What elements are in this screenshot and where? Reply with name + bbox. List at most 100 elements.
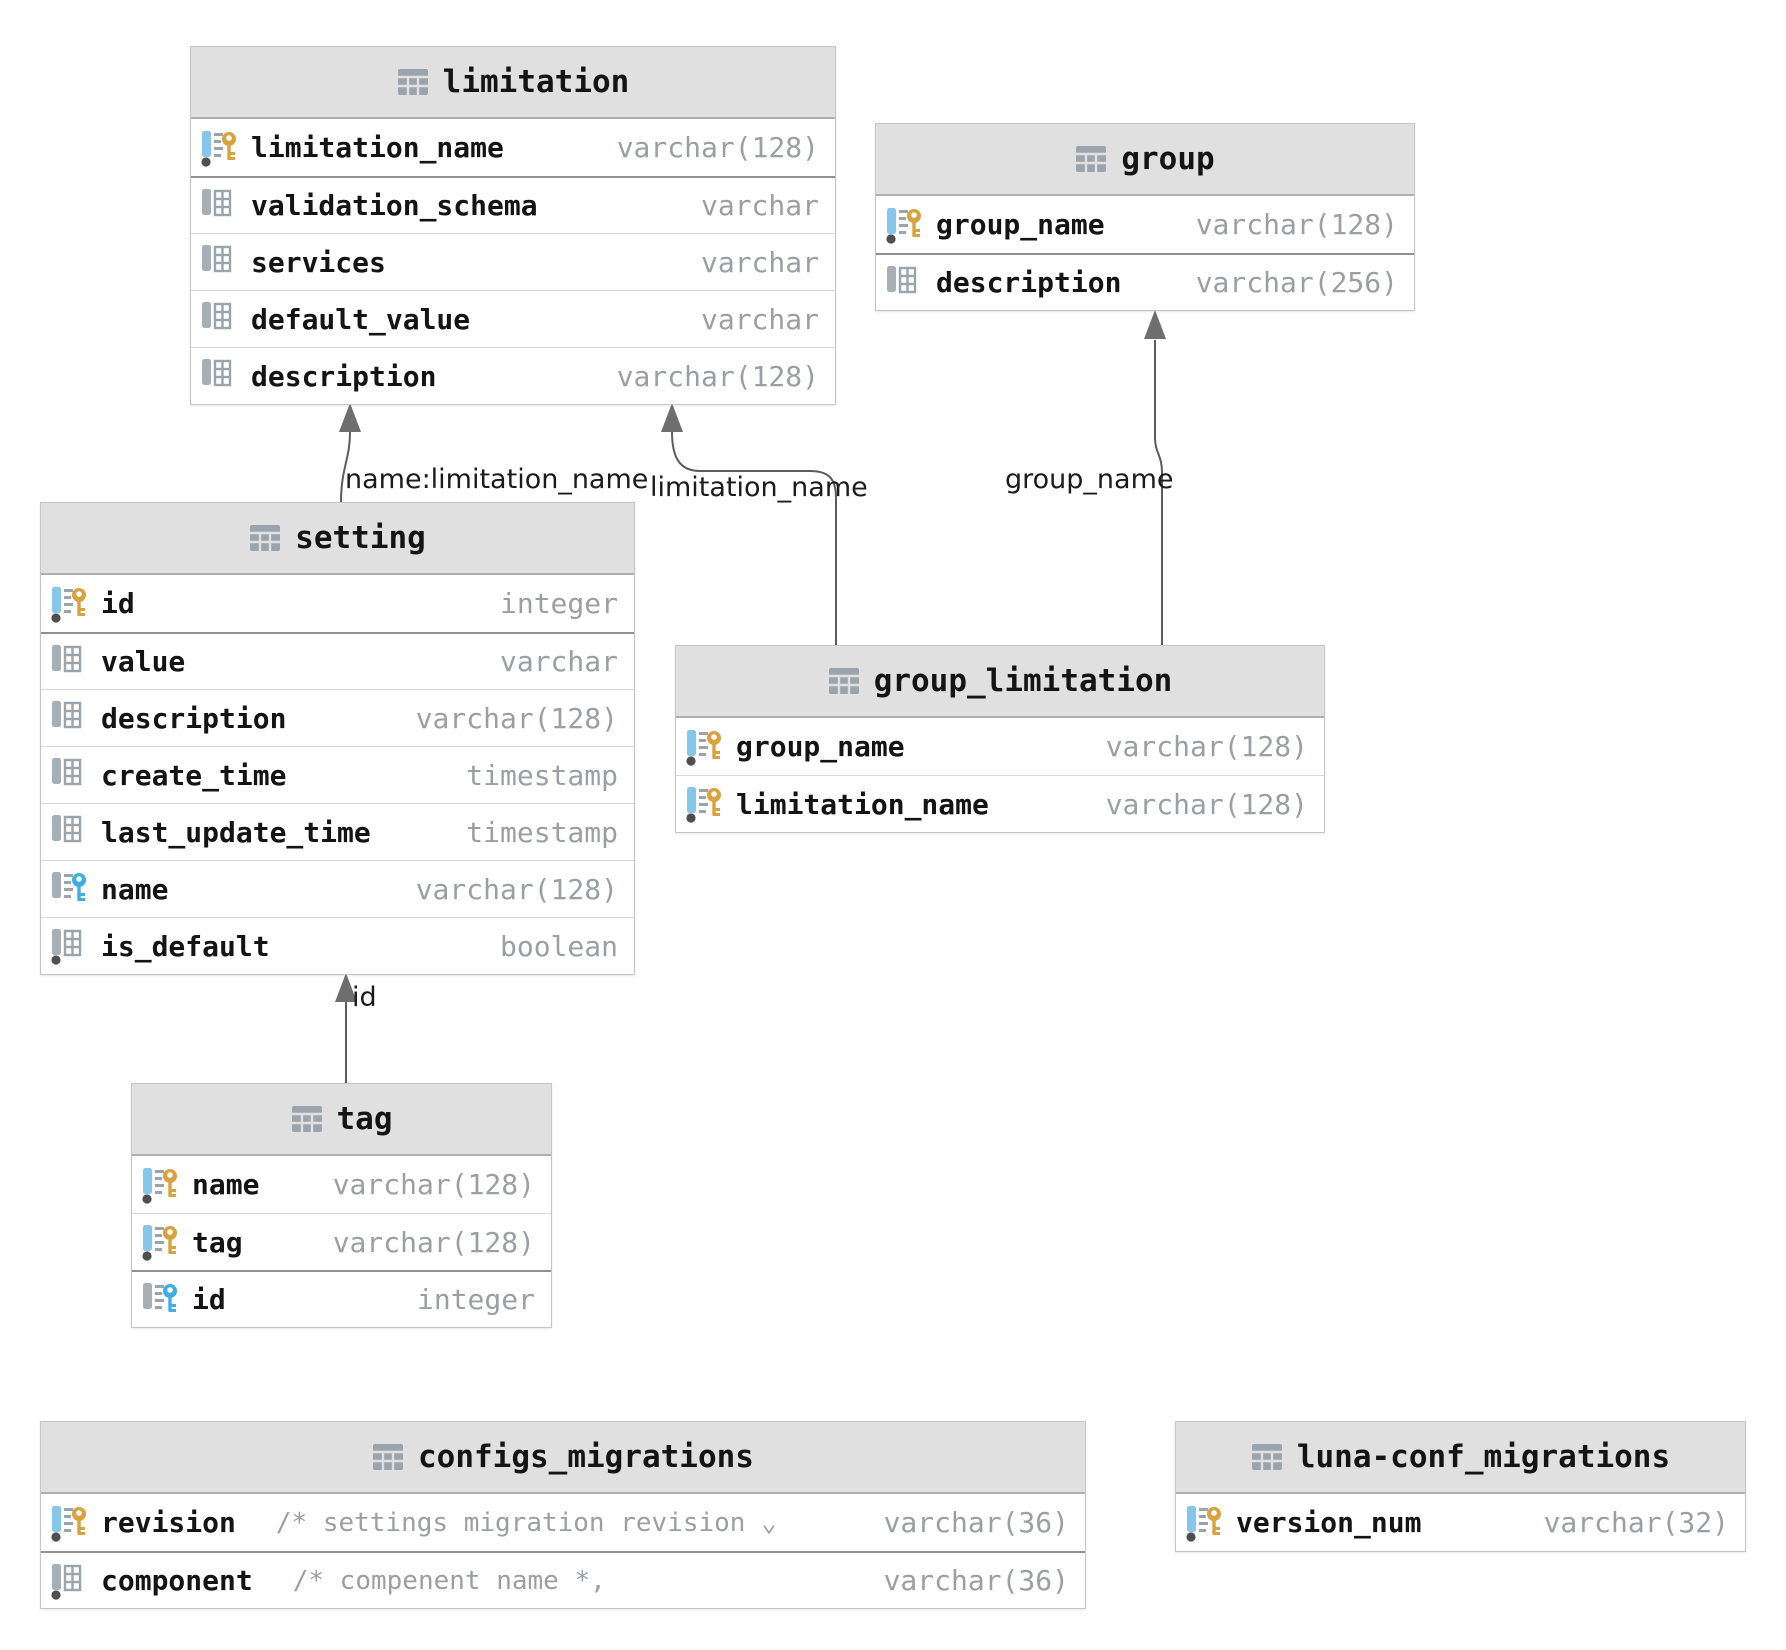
table-row-component[interactable]: component/* compenent name *,varchar(36) [41, 1551, 1085, 1608]
arrowhead-up-icon [339, 403, 361, 432]
table-icon [1076, 146, 1107, 172]
table-title: group [1121, 141, 1215, 177]
column-type: timestamp [466, 815, 618, 849]
primary-key-icon [51, 1505, 86, 1542]
arrowhead-up-icon [1144, 310, 1166, 339]
arrowhead-up-icon [661, 403, 683, 432]
column-name: group_name [736, 730, 905, 763]
column-name: limitation_name [251, 131, 504, 164]
column-type: varchar(128) [1105, 730, 1308, 763]
column-name: limitation_name [736, 787, 989, 821]
table-row-group_name[interactable]: group_name varchar(128) [676, 718, 1324, 775]
relation-label: limitation_name [650, 472, 868, 503]
table-row-value[interactable]: value varchar [41, 632, 634, 689]
column-type: varchar(128) [616, 131, 819, 164]
column-type: varchar(128) [1105, 787, 1308, 821]
table-header[interactable]: luna-conf_migrations [1176, 1422, 1745, 1494]
primary-key-icon [686, 729, 721, 766]
primary-key-icon [686, 787, 721, 823]
table-icon [1251, 1444, 1282, 1470]
primary-key-icon [51, 586, 86, 623]
table-header[interactable]: limitation [191, 47, 835, 119]
column-type: varchar(128) [332, 1168, 535, 1201]
table-header[interactable]: configs_migrations [41, 1422, 1085, 1494]
table-row-limitation_name[interactable]: limitation_name varchar(128) [191, 119, 835, 176]
relation-label: name:limitation_name [345, 464, 649, 495]
column-type: varchar(128) [1195, 208, 1398, 241]
column-name: default_value [251, 302, 471, 336]
table-limitation[interactable]: limitation limitation_name varchar(128) val… [190, 46, 836, 405]
table-row-revision[interactable]: revision/* settings migration revision ⌄… [41, 1494, 1085, 1551]
column-type: varchar(32) [1543, 1506, 1729, 1539]
table-header[interactable]: tag [132, 1084, 551, 1156]
column-name: description [251, 359, 437, 393]
table-row-default_value[interactable]: default_value varchar [191, 290, 835, 347]
column-name: name [101, 872, 169, 906]
column-name: name [192, 1168, 260, 1201]
column-comment: /* compenent name *, [292, 1565, 606, 1596]
relation-group_limitation-to-limitation[interactable] [661, 403, 837, 645]
column-type: boolean [499, 929, 618, 963]
relation-group_limitation-to-group[interactable] [1144, 310, 1166, 645]
column-type: varchar(256) [1195, 266, 1398, 299]
primary-key-icon [201, 130, 236, 167]
column-type: varchar [499, 645, 618, 678]
column-name: id [192, 1283, 226, 1316]
column-name: tag [192, 1225, 243, 1259]
primary-key-icon [142, 1225, 177, 1261]
table-row-limitation_name[interactable]: limitation_name varchar(128) [676, 775, 1324, 832]
relation-label: group_name [1005, 464, 1174, 495]
table-title: setting [295, 520, 426, 556]
column-icon [52, 758, 82, 786]
column-type: varchar [700, 302, 819, 336]
indexed-key-icon [143, 1282, 177, 1312]
arrowhead-up-icon [335, 973, 357, 1002]
column-name: component [101, 1564, 253, 1597]
table-row-services[interactable]: services varchar [191, 233, 835, 290]
table-header[interactable]: group [876, 124, 1414, 196]
column-type: varchar(36) [883, 1506, 1069, 1539]
table-row-name[interactable]: name varchar(128) [132, 1156, 551, 1213]
column-name: services [251, 245, 386, 279]
column-type: varchar [700, 245, 819, 279]
relation-label: id [352, 982, 377, 1013]
table-header[interactable]: group_limitation [676, 646, 1324, 718]
column-icon [202, 245, 232, 273]
table-row-id[interactable]: id integer [41, 575, 634, 632]
column-name: id [101, 587, 135, 620]
table-row-last_update_time[interactable]: last_update_time timestamp [41, 803, 634, 860]
table-header[interactable]: setting [41, 503, 634, 575]
column-name: create_time [101, 758, 287, 792]
table-icon [397, 69, 428, 95]
table-icon [828, 668, 859, 694]
table-title: tag [336, 1101, 393, 1137]
relation-setting-to-limitation[interactable] [339, 403, 361, 503]
column-icon [51, 929, 82, 965]
table-title: luna-conf_migrations [1296, 1439, 1671, 1475]
indexed-key-icon [52, 872, 86, 901]
column-name: value [101, 645, 186, 678]
column-icon [52, 644, 82, 672]
relation-tag-to-setting[interactable] [335, 973, 357, 1083]
column-name: last_update_time [101, 815, 371, 849]
column-type: integer [499, 587, 618, 620]
column-icon [51, 1563, 82, 1600]
